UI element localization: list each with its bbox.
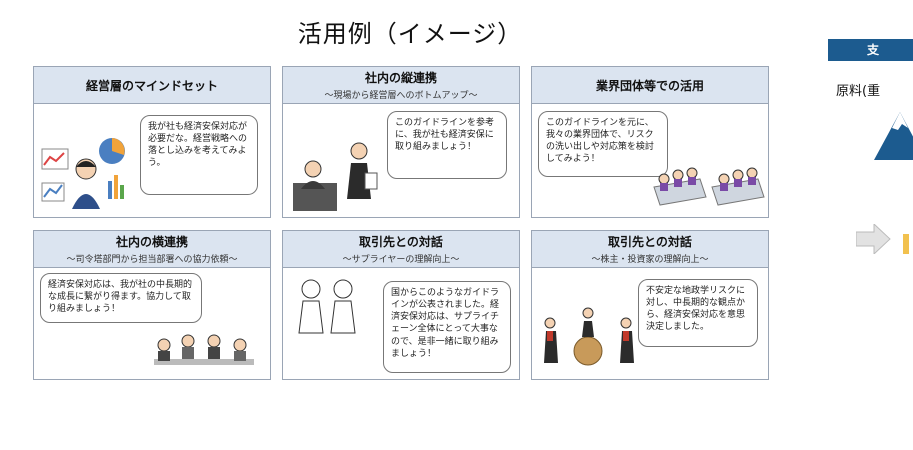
- investors-globe-illustration: [544, 307, 634, 366]
- arrow-right-icon: [856, 224, 891, 254]
- card-header: 社内の縦連携 〜現場から経営層へのボトムアップ〜: [283, 67, 519, 104]
- speech-bubble: このガイドラインを参考に、我が社も経済安保に取り組みましょう！: [387, 111, 507, 179]
- card-shareholder-dialogue: 取引先との対話 〜株主・投資家の理解向上〜 不安定な地政学リスクに対し、中長期的…: [531, 230, 769, 380]
- speech-bubble: 経済安保対応は、我が社の中長期的な成長に繋がり得ます。協力して取り組みましょう！: [40, 273, 202, 323]
- card-executive-mindset: 経営層のマインドセット 我が社も経済安保対応が必要だな。経営戦略への落とし込みを…: [33, 66, 271, 218]
- speech-bubble: 不安定な地政学リスクに対し、中長期的な観点から、経済安保対応を意思決定しました。: [638, 279, 758, 347]
- card-header: 取引先との対話 〜株主・投資家の理解向上〜: [532, 231, 768, 268]
- business-person-illustration: [41, 138, 125, 209]
- card-title: 取引先との対話: [608, 235, 692, 249]
- card-subtitle: 〜株主・投資家の理解向上〜: [591, 255, 709, 265]
- team-meeting-illustration: [154, 334, 254, 365]
- side-marker: [903, 234, 909, 254]
- card-title: 社内の縦連携: [364, 71, 437, 85]
- page-title: 活用例（イメージ）: [297, 20, 523, 48]
- employee-executive-illustration: [293, 142, 378, 211]
- card-header: 経営層のマインドセット: [34, 67, 270, 104]
- side-panel-header: 支: [828, 39, 913, 61]
- card-subtitle: 〜サプライヤーの理解向上〜: [342, 255, 460, 265]
- card-supplier-dialogue: 取引先との対話 〜サプライヤーの理解向上〜 国からこのようなガイドラインが公表さ…: [282, 230, 520, 380]
- card-subtitle: 〜司令塔部門から担当部署への協力依頼〜: [66, 255, 238, 265]
- card-header: 取引先との対話 〜サプライヤーの理解向上〜: [283, 231, 519, 268]
- mountain-icon: [874, 112, 913, 160]
- card-title: 取引先との対話: [359, 235, 443, 249]
- card-header: 社内の横連携 〜司令塔部門から担当部署への協力依頼〜: [34, 231, 270, 268]
- speech-bubble: 我が社も経済安保対応が必要だな。経営戦略への落とし込みを考えてみよう。: [140, 115, 258, 195]
- card-vertical-collaboration: 社内の縦連携 〜現場から経営層へのボトムアップ〜 このガイドラインを参考に、我が…: [282, 66, 520, 218]
- meeting-table-illustration: [653, 167, 765, 206]
- card-industry-group: 業界団体等での活用 このガイドラインを元に、我々の業界団体で、リスクの洗い出しや…: [531, 66, 769, 218]
- speech-bubble: 国からこのようなガイドラインが公表されました。経済安保対応は、サプライチェーン全…: [383, 281, 511, 373]
- two-people-illustration: [298, 279, 356, 334]
- speech-bubble: このガイドラインを元に、我々の業界団体で、リスクの洗い出しや対応策を検討してみよ…: [538, 111, 668, 177]
- side-panel-text: 原料(重: [836, 84, 881, 99]
- card-header: 業界団体等での活用: [532, 67, 768, 104]
- card-subtitle: 〜現場から経営層へのボトムアップ〜: [324, 91, 478, 101]
- card-title: 経営層のマインドセット: [85, 78, 218, 93]
- card-title: 業界団体等での活用: [595, 78, 704, 93]
- card-horizontal-collaboration: 社内の横連携 〜司令塔部門から担当部署への協力依頼〜 経済安保対応は、我が社の中…: [33, 230, 271, 380]
- card-title: 社内の横連携: [115, 235, 188, 249]
